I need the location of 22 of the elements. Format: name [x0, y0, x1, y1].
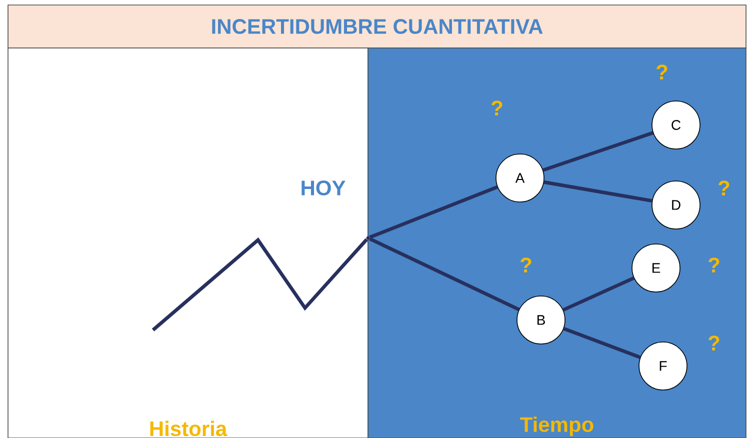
- question-mark: ?: [708, 336, 720, 350]
- circle-node: E: [632, 244, 680, 292]
- circle-node: F: [638, 342, 688, 390]
- question-mark: ?: [656, 64, 668, 80]
- branch-line: [542, 131, 654, 172]
- circle-node: D: [652, 180, 700, 230]
- branch-line: [544, 180, 652, 203]
- circle-node: C: [652, 100, 700, 150]
- question-mark: ?: [492, 100, 502, 116]
- title-band: INCERTIDUMBRE CUANTITATIVA: [8, 4, 746, 48]
- question-mark: ?: [708, 258, 720, 272]
- question-mark: ?: [520, 258, 532, 272]
- history-line: [152, 237, 368, 332]
- branch-line: [369, 237, 520, 312]
- circle-node: A: [496, 154, 544, 202]
- junction-point: [366, 236, 370, 240]
- branch-line: [563, 326, 641, 360]
- today-label: HOY: [302, 180, 346, 196]
- circle-node: B: [516, 296, 566, 344]
- question-mark: ?: [718, 180, 730, 196]
- branch-line: [369, 185, 498, 239]
- branch-line: [562, 276, 634, 312]
